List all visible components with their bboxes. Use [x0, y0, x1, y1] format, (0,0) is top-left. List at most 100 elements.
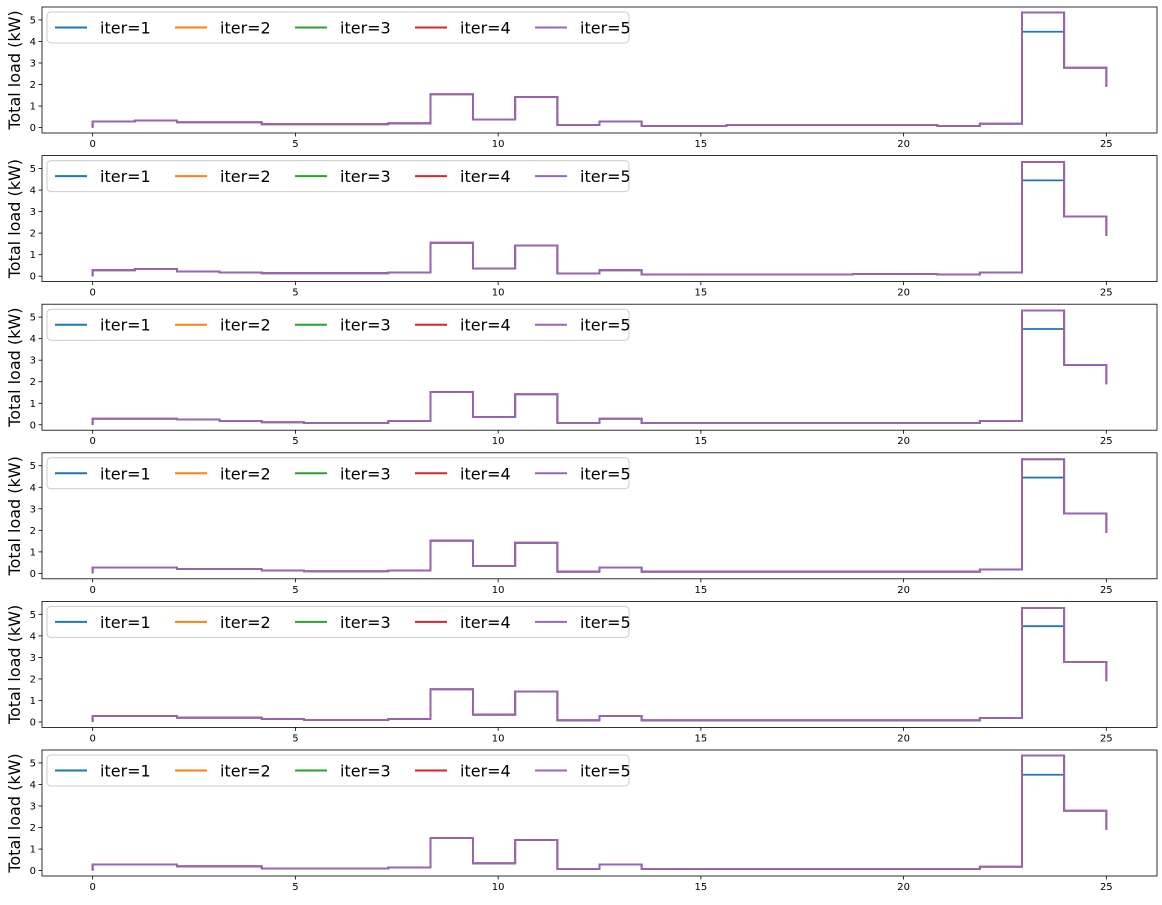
- x-tick-label: 20: [897, 882, 910, 893]
- axes-frame: [41, 303, 1158, 431]
- series-line-iter-5: [91, 309, 1108, 425]
- y-axis-label: Total load (kW): [5, 605, 24, 725]
- y-tick-label: 0: [30, 123, 36, 134]
- legend-label: iter=5: [580, 19, 631, 38]
- series-line-iter-5: [91, 606, 1108, 723]
- y-tick-label: 5: [30, 461, 36, 472]
- legend-label: iter=3: [340, 19, 391, 38]
- y-tick-label: 2: [30, 229, 36, 240]
- legend-box: [46, 605, 630, 638]
- x-tick-label: 25: [1100, 882, 1113, 893]
- x-tick-label: 10: [492, 585, 505, 596]
- x-tick-label: 5: [292, 139, 298, 150]
- legend-label: iter=5: [580, 762, 631, 781]
- x-tick-label: 5: [292, 585, 298, 596]
- legend-box: [46, 754, 630, 787]
- y-tick-label: 5: [30, 15, 36, 26]
- legend-label: iter=3: [340, 762, 391, 781]
- x-tick-label: 10: [492, 733, 505, 744]
- legend-label: iter=5: [580, 613, 631, 632]
- legend-box: [46, 308, 630, 341]
- y-tick-label: 5: [30, 758, 36, 769]
- y-tick-label: 4: [30, 37, 36, 48]
- x-tick-label: 0: [89, 288, 95, 299]
- y-tick-label: 3: [30, 653, 36, 664]
- x-tick-label: 20: [897, 288, 910, 299]
- x-tick-label: 5: [292, 733, 298, 744]
- legend-label: iter=2: [220, 464, 271, 483]
- y-axis-label: Total load (kW): [5, 308, 24, 428]
- y-axis-label: Total load (kW): [5, 10, 24, 130]
- y-tick-label: 3: [30, 207, 36, 218]
- y-axis-label: Total load (kW): [5, 753, 24, 873]
- y-tick-label: 4: [30, 483, 36, 494]
- x-tick-label: 15: [694, 733, 707, 744]
- legend-label: iter=3: [340, 464, 391, 483]
- y-tick-label: 5: [30, 313, 36, 324]
- x-tick-label: 15: [694, 882, 707, 893]
- y-tick-label: 3: [30, 802, 36, 813]
- y-axis-label: Total load (kW): [5, 456, 24, 576]
- y-tick-label: 1: [30, 250, 36, 261]
- y-tick-label: 1: [30, 102, 36, 113]
- x-tick-label: 15: [694, 436, 707, 447]
- legend-label: iter=1: [100, 613, 151, 632]
- x-tick-label: 5: [292, 436, 298, 447]
- x-tick-label: 25: [1100, 585, 1113, 596]
- x-tick-label: 15: [694, 585, 707, 596]
- legend-label: iter=4: [460, 464, 511, 483]
- x-tick-label: 10: [492, 882, 505, 893]
- series-line-iter-5: [91, 754, 1108, 871]
- y-tick-label: 2: [30, 526, 36, 537]
- x-tick-label: 25: [1100, 436, 1113, 447]
- legend-label: iter=4: [460, 316, 511, 335]
- y-tick-label: 3: [30, 59, 36, 70]
- y-tick-label: 1: [30, 696, 36, 707]
- legend-label: iter=2: [220, 316, 271, 335]
- legend-label: iter=1: [100, 167, 151, 186]
- x-tick-label: 10: [492, 288, 505, 299]
- axes-frame: [41, 601, 1158, 728]
- x-tick-label: 10: [492, 139, 505, 150]
- legend-label: iter=5: [580, 167, 631, 186]
- y-tick-label: 5: [30, 610, 36, 621]
- y-tick-label: 3: [30, 504, 36, 515]
- x-tick-label: 15: [694, 139, 707, 150]
- y-tick-label: 2: [30, 674, 36, 685]
- legend-label: iter=2: [220, 762, 271, 781]
- y-tick-label: 4: [30, 334, 36, 345]
- y-tick-label: 1: [30, 399, 36, 410]
- x-tick-label: 5: [292, 288, 298, 299]
- axes-frame: [41, 749, 1158, 877]
- legend-label: iter=2: [220, 19, 271, 38]
- x-tick-label: 25: [1100, 288, 1113, 299]
- y-tick-label: 2: [30, 80, 36, 91]
- legend-label: iter=3: [340, 316, 391, 335]
- y-tick-label: 2: [30, 377, 36, 388]
- legend-box: [46, 457, 630, 490]
- legend-box: [46, 160, 630, 193]
- x-tick-label: 0: [89, 882, 95, 893]
- x-tick-label: 0: [89, 139, 95, 150]
- x-tick-label: 25: [1100, 139, 1113, 150]
- legend-label: iter=3: [340, 167, 391, 186]
- legend-label: iter=3: [340, 613, 391, 632]
- y-tick-label: 1: [30, 547, 36, 558]
- y-tick-label: 3: [30, 356, 36, 367]
- x-tick-label: 20: [897, 139, 910, 150]
- y-tick-label: 0: [30, 718, 36, 729]
- y-tick-label: 4: [30, 780, 36, 791]
- legend-label: iter=4: [460, 762, 511, 781]
- legend-label: iter=4: [460, 19, 511, 38]
